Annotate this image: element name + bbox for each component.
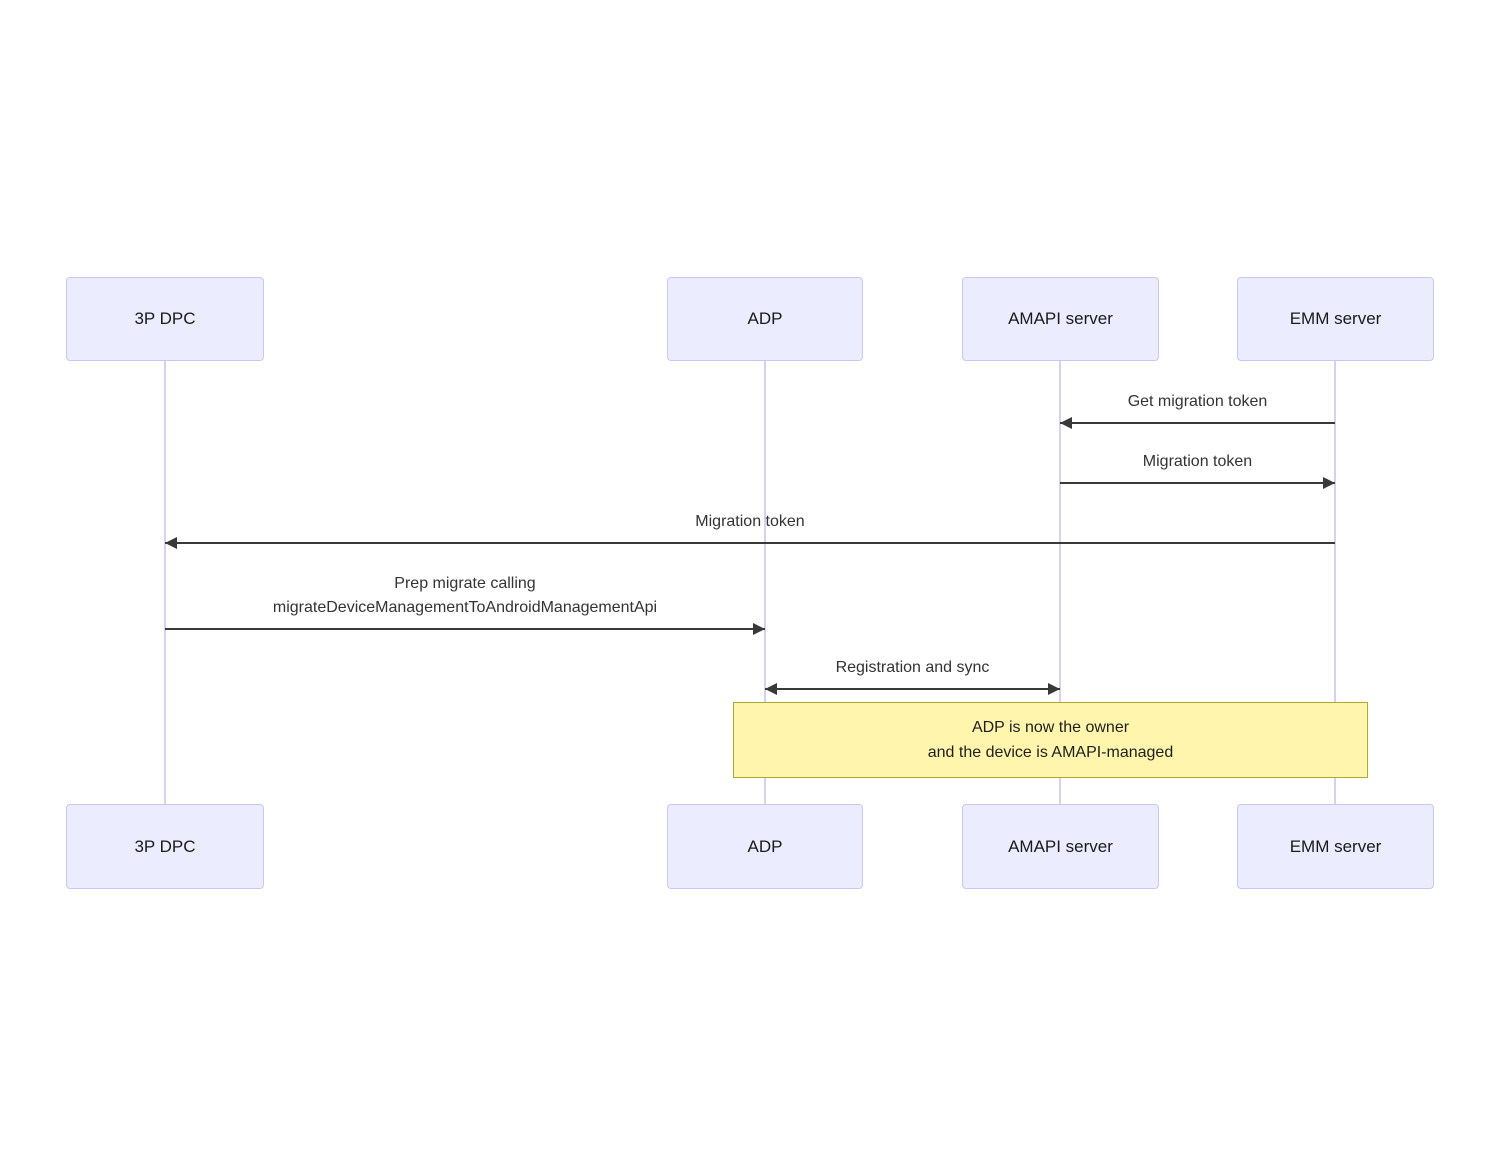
actor-label: EMM server — [1289, 836, 1382, 856]
message-arrow-left — [1060, 417, 1335, 429]
message-migration-token-to-dpc: Migration token — [165, 510, 1335, 549]
message-prep-migrate: Prep migrate calling migrateDeviceManage… — [165, 572, 765, 635]
message-label: Get migration token — [1127, 393, 1268, 410]
message-label: Migration token — [1142, 453, 1253, 470]
message-registration-and-sync: Registration and sync — [765, 656, 1060, 695]
actor-label: ADP — [747, 836, 783, 856]
lifeline-emm-server — [1334, 361, 1336, 804]
actor-top-3p-dpc: 3P DPC — [66, 277, 264, 361]
message-arrow-right — [1060, 477, 1335, 489]
actor-bottom-adp: ADP — [667, 804, 863, 889]
note-line1: ADP is now the owner — [971, 719, 1130, 736]
message-arrow-right — [165, 623, 765, 635]
actor-top-amapi-server: AMAPI server — [962, 277, 1159, 361]
note-box: ADP is now the owner and the device is A… — [733, 702, 1368, 778]
actor-label: 3P DPC — [134, 309, 196, 328]
actor-top-adp: ADP — [667, 277, 863, 361]
message-migration-token-to-emm: Migration token — [1060, 450, 1335, 489]
actor-label: 3P DPC — [134, 836, 196, 856]
actor-label: AMAPI server — [1008, 836, 1113, 856]
actor-label: AMAPI server — [1008, 309, 1113, 328]
actor-top-emm-server: EMM server — [1237, 277, 1434, 361]
lifeline-3p-dpc — [164, 361, 166, 804]
lifeline-amapi-server — [1059, 361, 1061, 804]
message-label: Registration and sync — [835, 659, 990, 676]
message-arrow-left — [165, 537, 1335, 549]
message-arrow-both — [765, 683, 1060, 695]
message-label-line1: Prep migrate calling — [394, 575, 536, 592]
message-label-line2: migrateDeviceManagementToAndroidManageme… — [272, 599, 658, 616]
message-label: Migration token — [695, 513, 805, 530]
actor-bottom-3p-dpc: 3P DPC — [66, 804, 264, 889]
actor-label: ADP — [747, 309, 783, 328]
actor-bottom-amapi-server: AMAPI server — [962, 804, 1159, 889]
actor-bottom-emm-server: EMM server — [1237, 804, 1434, 889]
lifeline-adp — [764, 361, 766, 804]
message-get-migration-token: Get migration token — [1060, 390, 1335, 429]
note-line2: and the device is AMAPI-managed — [927, 744, 1174, 761]
actor-label: EMM server — [1289, 309, 1382, 328]
